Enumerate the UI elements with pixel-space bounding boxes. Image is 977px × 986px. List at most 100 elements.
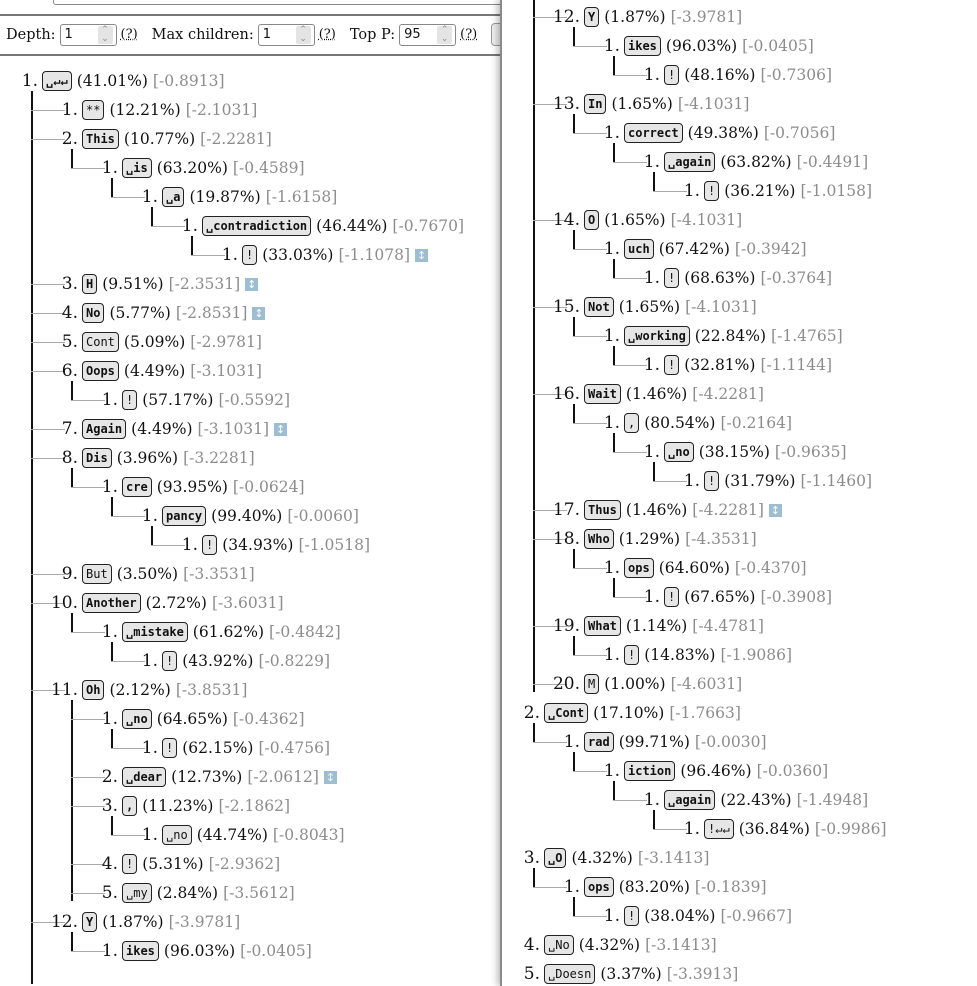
tree-node-row[interactable]: 1.ops83.20%-0.1839 <box>544 875 767 899</box>
token-chip[interactable]: ␣Cont <box>544 703 589 723</box>
tree-node-row[interactable]: 1.rad99.71%-0.0030 <box>544 730 767 754</box>
token-chip[interactable]: Who <box>584 529 614 549</box>
token-chip[interactable]: Oops <box>82 361 119 381</box>
tree-node-row[interactable]: 1.pancy99.40%-0.0060 <box>122 504 359 528</box>
token-chip[interactable]: ␣my <box>122 883 152 903</box>
tree-node-row[interactable]: 1.!32.81%-1.1144 <box>624 353 832 377</box>
token-chip[interactable]: Dis <box>82 448 112 468</box>
token-chip[interactable]: Y <box>82 912 98 932</box>
tree-node-row[interactable]: 11.Oh2.12%-3.8531 <box>42 678 247 702</box>
token-chip[interactable]: ␣no <box>122 709 152 729</box>
token-chip[interactable]: ␣again <box>664 790 716 810</box>
token-chip[interactable]: cre <box>122 477 152 497</box>
token-chip[interactable]: ! <box>664 268 680 288</box>
tree-node-row[interactable]: 4.␣No4.32%-3.1413 <box>504 933 717 957</box>
token-chip[interactable]: correct <box>624 123 683 143</box>
tree-node-row[interactable]: 1.␣no64.65%-0.4362 <box>82 707 305 731</box>
token-chip[interactable]: ␣↵↵ <box>42 71 72 91</box>
tree-node-row[interactable]: 5.␣Doesn3.37%-3.3913 <box>504 962 738 986</box>
token-chip[interactable]: ! <box>624 906 640 926</box>
token-chip[interactable]: ␣No <box>544 935 574 955</box>
tree-node-row[interactable]: 1.␣↵↵41.01%-0.8913 <box>2 69 225 93</box>
depth-help[interactable]: (?) <box>120 27 138 42</box>
tree-node-row[interactable]: 8.Dis3.96%-3.2281 <box>42 446 255 470</box>
tree-node-row[interactable]: 1.!68.63%-0.3764 <box>624 266 832 290</box>
max-children-input[interactable]: 1⌃⌄ <box>257 23 315 46</box>
token-chip[interactable]: ! <box>664 65 680 85</box>
token-chip[interactable]: ␣Doesn <box>544 964 596 984</box>
token-chip[interactable]: ! <box>162 651 178 671</box>
expand-icon[interactable]: ↕ <box>245 277 259 291</box>
tree-node-row[interactable]: 1.␣no44.74%-0.8043 <box>122 823 345 847</box>
token-chip[interactable]: No <box>82 303 105 323</box>
tree-node-row[interactable]: 1.!38.04%-0.9667 <box>584 904 792 928</box>
tree-node-row[interactable]: 9.But3.50%-3.3531 <box>42 562 255 586</box>
tree-node-row[interactable]: 2.␣Cont17.10%-1.7663 <box>504 701 741 725</box>
tree-node-row[interactable]: 2.This10.77%-2.2281 <box>42 127 272 151</box>
tree-node-row[interactable]: 1.!14.83%-1.9086 <box>584 643 792 667</box>
token-chip[interactable]: ! <box>704 181 720 201</box>
tree-node-row[interactable]: 3.␣O4.32%-3.1413 <box>504 846 709 870</box>
tree-node-row[interactable]: 1.**12.21%-2.1031 <box>42 98 257 122</box>
token-chip[interactable]: ! <box>122 854 138 874</box>
token-chip[interactable]: Thus <box>584 500 621 520</box>
token-chip[interactable]: iction <box>624 761 676 781</box>
tree-node-row[interactable]: 5.Cont5.09%-2.9781 <box>42 330 262 354</box>
token-chip[interactable]: ! <box>162 738 178 758</box>
tree-node-row[interactable]: 10.Another2.72%-3.6031 <box>42 591 284 615</box>
tree-node-row[interactable]: 12.Y1.87%-3.9781 <box>42 910 240 934</box>
token-chip[interactable]: ** <box>82 100 105 120</box>
tree-node-row[interactable]: 1.ikes96.03%-0.0405 <box>82 939 312 963</box>
token-chip[interactable]: ␣is <box>122 158 152 178</box>
top-p-input[interactable]: 95⌃⌄ <box>399 23 457 46</box>
token-chip[interactable]: ! <box>664 355 680 375</box>
tree-node-row[interactable]: 1.!43.92%-0.8229 <box>122 649 330 673</box>
token-chip[interactable]: ops <box>624 558 654 578</box>
token-chip[interactable]: ikes <box>122 941 159 961</box>
token-chip[interactable]: Cont <box>82 332 119 352</box>
token-chip[interactable]: In <box>584 94 607 114</box>
tree-node-row[interactable]: 1.␣again22.43%-1.4948 <box>624 788 868 812</box>
token-chip[interactable]: ␣again <box>664 152 716 172</box>
tree-node-row[interactable]: 6.Oops4.49%-3.1031 <box>42 359 262 383</box>
token-chip[interactable]: !↵↵ <box>704 819 734 839</box>
tree-node-row[interactable]: 2.␣dear12.73%-2.0612↕ <box>82 765 337 789</box>
token-chip[interactable]: ! <box>202 535 218 555</box>
prompt-input[interactable] <box>53 0 500 5</box>
tree-node-row[interactable]: 1.!34.93%-1.0518 <box>162 533 370 557</box>
token-chip[interactable]: ␣dear <box>122 767 167 787</box>
token-chip[interactable]: , <box>122 796 138 816</box>
token-chip[interactable]: Again <box>82 419 127 439</box>
tree-node-row[interactable]: 1.correct49.38%-0.7056 <box>584 121 835 145</box>
tree-node-row[interactable]: 16.Wait1.46%-4.2281 <box>544 382 764 406</box>
token-chip[interactable]: ! <box>242 245 258 265</box>
token-chip[interactable]: ! <box>624 645 640 665</box>
token-chip[interactable]: ␣working <box>624 326 690 346</box>
expand-icon[interactable]: ↕ <box>768 503 782 517</box>
max-children-help[interactable]: (?) <box>318 27 336 42</box>
tree-node-row[interactable]: 1.!62.15%-0.4756 <box>122 736 330 760</box>
tree-node-row[interactable]: 1.uch67.42%-0.3942 <box>584 237 807 261</box>
depth-input[interactable]: 1⌃⌄ <box>59 23 117 46</box>
tree-node-row[interactable]: 3.H9.51%-2.3531↕ <box>42 272 259 296</box>
spinner-icon[interactable]: ⌃⌄ <box>97 25 113 44</box>
tree-node-row[interactable]: 7.Again4.49%-3.1031↕ <box>42 417 288 441</box>
token-chip[interactable]: ␣no <box>664 442 694 462</box>
tree-node-row[interactable]: 1.iction96.46%-0.0360 <box>584 759 828 783</box>
token-chip[interactable]: uch <box>624 239 654 259</box>
token-chip[interactable]: M <box>584 674 600 694</box>
tree-node-row[interactable]: 1.␣a19.87%-1.6158 <box>122 185 337 209</box>
token-chip[interactable]: ops <box>584 877 614 897</box>
spinner-icon[interactable]: ⌃⌄ <box>437 25 453 44</box>
tree-node-row[interactable]: 13.In1.65%-4.1031 <box>544 92 749 116</box>
run-button[interactable]: Run <box>491 23 500 46</box>
tree-node-row[interactable]: 18.Who1.29%-4.3531 <box>544 527 757 551</box>
token-chip[interactable]: Another <box>82 593 141 613</box>
token-chip[interactable]: pancy <box>162 506 207 526</box>
token-chip[interactable]: ␣mistake <box>122 622 188 642</box>
token-chip[interactable]: O <box>584 210 600 230</box>
tree-node-row[interactable]: 12.Y1.87%-3.9781 <box>544 5 742 29</box>
tree-node-row[interactable]: 1.␣mistake61.62%-0.4842 <box>82 620 341 644</box>
token-chip[interactable]: Oh <box>82 680 105 700</box>
token-chip[interactable]: But <box>82 564 112 584</box>
